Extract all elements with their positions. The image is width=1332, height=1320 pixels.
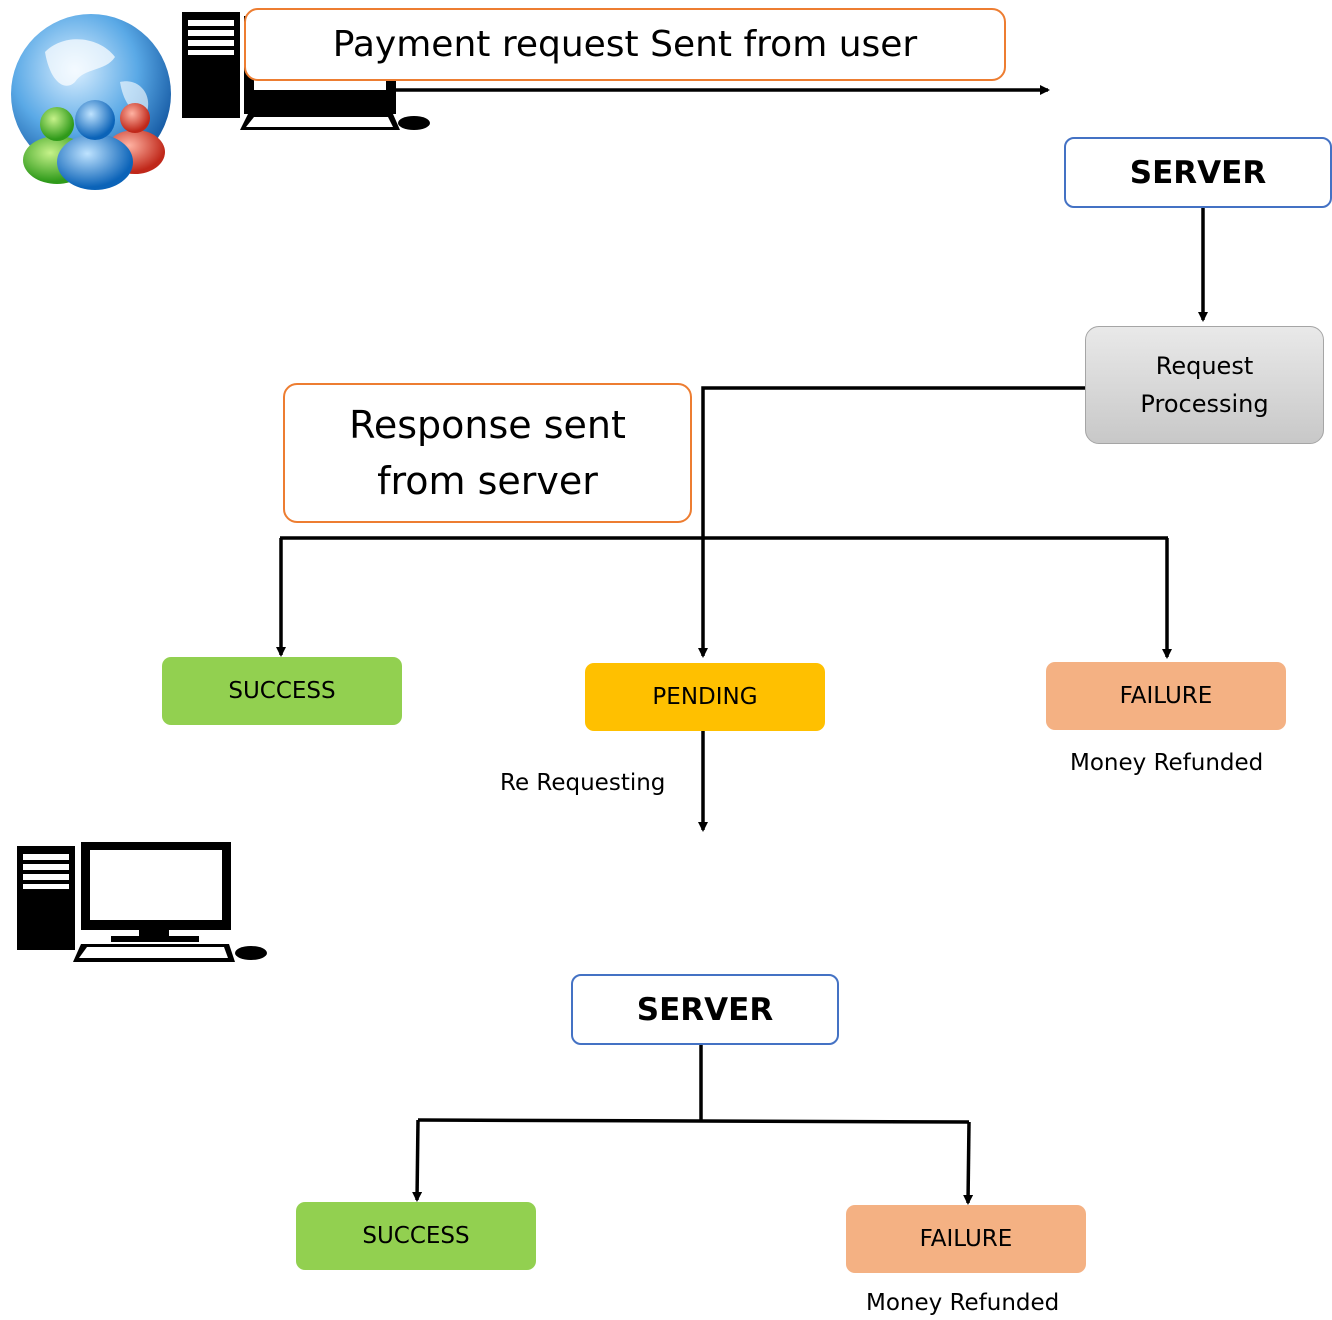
status-pending-top-label: PENDING: [652, 684, 758, 710]
processing-to-pending-arrow: [698, 386, 1086, 658]
status-failure-top: FAILURE: [1046, 662, 1286, 730]
globe-users-icon: [11, 14, 171, 190]
branch-bar-bottom: [417, 1118, 970, 1124]
to-failure-bottom-arrow: [963, 1121, 974, 1205]
re-requesting-label: Re Requesting: [500, 770, 666, 796]
status-success-top-label: SUCCESS: [228, 678, 336, 704]
response-callout: Response sent from server: [283, 383, 692, 523]
money-refunded-bottom: Money Refunded: [866, 1290, 1060, 1316]
request-label: Payment request Sent from user: [332, 24, 918, 65]
server-box-top: SERVER: [1064, 137, 1332, 208]
status-failure-bottom-label: FAILURE: [919, 1226, 1013, 1252]
server-label-bottom: SERVER: [636, 991, 774, 1028]
status-failure-bottom: FAILURE: [846, 1205, 1086, 1273]
status-success-bottom-label: SUCCESS: [362, 1223, 470, 1249]
status-failure-top-label: FAILURE: [1119, 683, 1213, 709]
request-callout: Payment request Sent from user: [244, 8, 1006, 81]
to-success-bottom-arrow: [412, 1119, 423, 1202]
server-label-top: SERVER: [1129, 154, 1267, 191]
status-success-bottom: SUCCESS: [296, 1202, 536, 1270]
response-label: Response sent from server: [349, 403, 626, 503]
request-processing-label: Request Processing: [1140, 352, 1269, 418]
desktop-computer-icon-bottom: [17, 842, 267, 962]
money-refunded-top: Money Refunded: [1070, 750, 1264, 776]
status-pending-top: PENDING: [585, 663, 825, 731]
status-success-top: SUCCESS: [162, 657, 402, 725]
server-box-bottom: SERVER: [571, 974, 839, 1045]
request-processing-box: Request Processing: [1085, 326, 1324, 444]
